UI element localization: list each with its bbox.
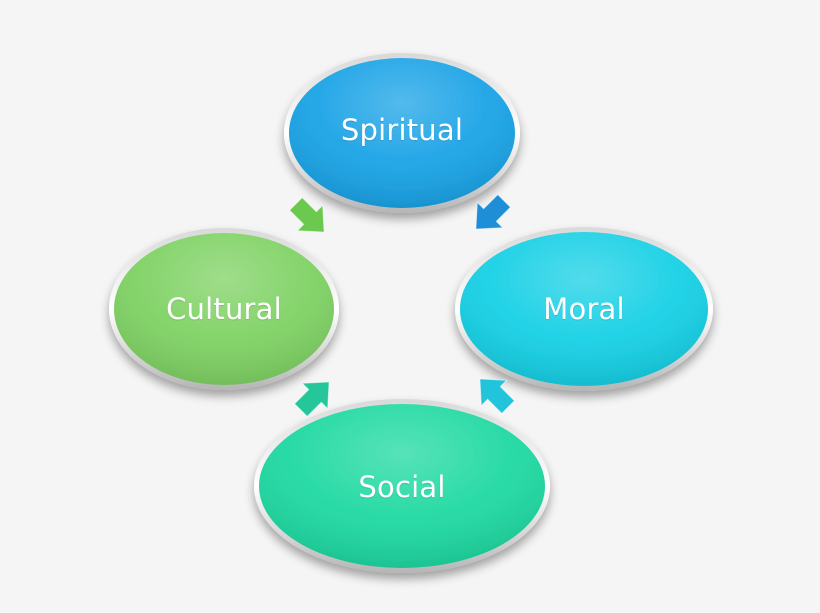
arrow-social-to-cultural [293, 381, 330, 418]
node-cultural [109, 228, 339, 390]
node-label-moral: Moral [543, 292, 625, 326]
node-spiritual [284, 53, 520, 213]
arrow-moral-to-social [479, 378, 516, 415]
arrow-cultural-to-spiritual [288, 196, 325, 233]
node-label-cultural: Cultural [166, 292, 282, 326]
node-label-social: Social [358, 470, 446, 504]
node-label-spiritual: Spiritual [340, 113, 464, 147]
node-moral [455, 227, 713, 391]
node-social [254, 399, 550, 573]
arrow-spiritual-to-moral [475, 193, 512, 230]
